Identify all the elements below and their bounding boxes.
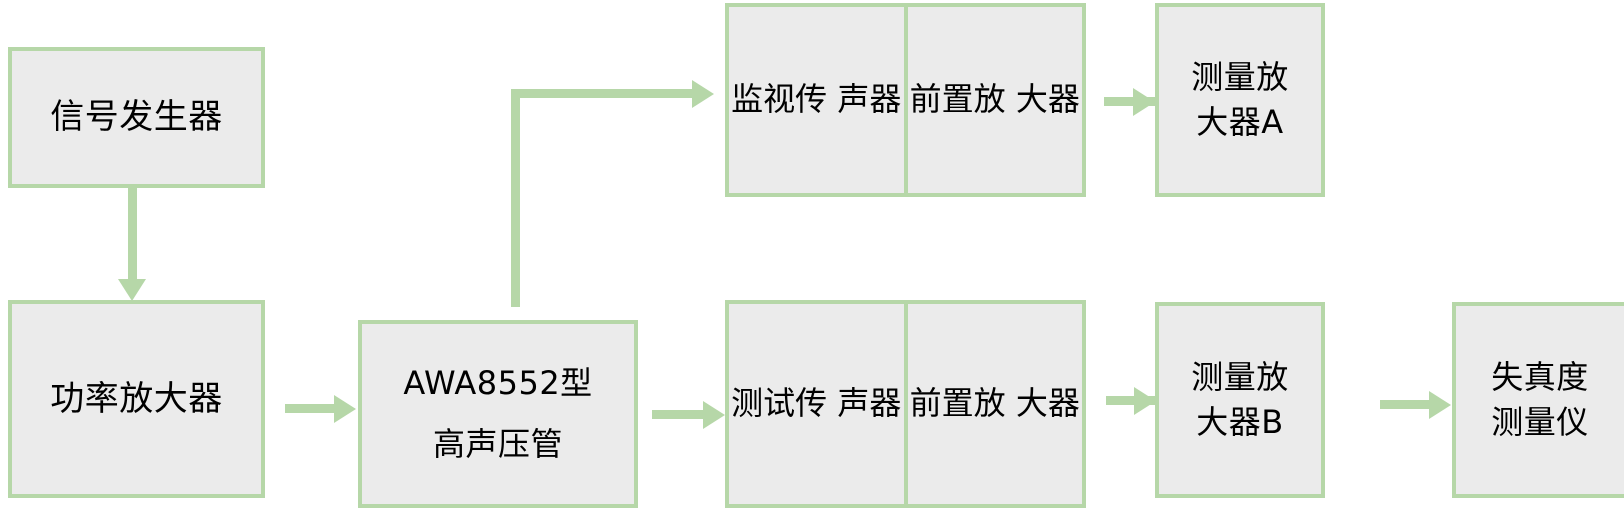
connector-high-pressure-tube-to-monitor-microphone-horizontal [511,89,693,98]
connector-preamplifier-bottom-to-measuring-amplifier-b-arrowhead [1134,387,1156,415]
connector-high-pressure-tube-to-test-microphone-shaft [652,410,704,419]
connector-signal-generator-to-power-amplifier-shaft [128,188,137,280]
node-monitor-microphone[interactable]: 监视传 声器 [725,3,908,197]
node-measuring-amplifier-a-label: 测量放 大器A [1191,57,1289,141]
node-distortion-meter-label: 失真度 测量仪 [1491,357,1589,441]
node-monitor-microphone-label: 监视传 声器 [731,80,902,119]
node-power-amplifier-label: 功率放大器 [50,378,223,419]
connector-preamplifier-bottom-to-measuring-amplifier-b-shaft [1106,396,1156,405]
node-measuring-amplifier-a[interactable]: 测量放 大器A [1155,3,1325,197]
node-signal-generator-label: 信号发生器 [50,97,223,138]
node-preamplifier-bottom-label: 前置放 大器 [909,384,1080,423]
node-measuring-amplifier-b[interactable]: 测量放 大器B [1155,302,1325,498]
node-preamplifier-top[interactable]: 前置放 大器 [903,3,1086,197]
node-high-pressure-tube[interactable]: AWA8552型 高声压管 [358,320,638,508]
connector-power-amplifier-to-high-pressure-tube-arrowhead [334,395,356,423]
connector-power-amplifier-to-high-pressure-tube-shaft [285,404,335,413]
connector-high-pressure-tube-to-monitor-microphone-vertical [511,89,520,307]
monitor-mic-preamp-group: 监视传 声器 前置放 大器 [725,3,1086,197]
connector-preamplifier-top-to-measuring-amplifier-a-shaft [1104,97,1156,106]
node-measuring-amplifier-b-label: 测量放 大器B [1191,357,1289,441]
node-test-microphone-label: 测试传 声器 [731,384,902,423]
node-test-microphone[interactable]: 测试传 声器 [725,300,908,508]
test-mic-preamp-group: 测试传 声器 前置放 大器 [725,300,1086,508]
node-preamplifier-top-label: 前置放 大器 [909,80,1080,119]
node-preamplifier-bottom[interactable]: 前置放 大器 [903,300,1086,508]
node-power-amplifier[interactable]: 功率放大器 [8,300,265,498]
connector-high-pressure-tube-to-monitor-microphone-arrowhead [692,80,714,108]
connector-high-pressure-tube-to-test-microphone-arrowhead [703,401,725,429]
node-signal-generator[interactable]: 信号发生器 [8,47,265,188]
connector-preamplifier-top-to-measuring-amplifier-a-arrowhead [1133,88,1155,116]
connector-measuring-amplifier-b-to-distortion-meter-arrowhead [1429,391,1451,419]
connector-signal-generator-to-power-amplifier-arrowhead [118,279,146,301]
connector-measuring-amplifier-b-to-distortion-meter-shaft [1380,400,1432,409]
node-high-pressure-tube-label: AWA8552型 高声压管 [403,363,593,463]
node-distortion-meter[interactable]: 失真度 测量仪 [1452,302,1624,498]
